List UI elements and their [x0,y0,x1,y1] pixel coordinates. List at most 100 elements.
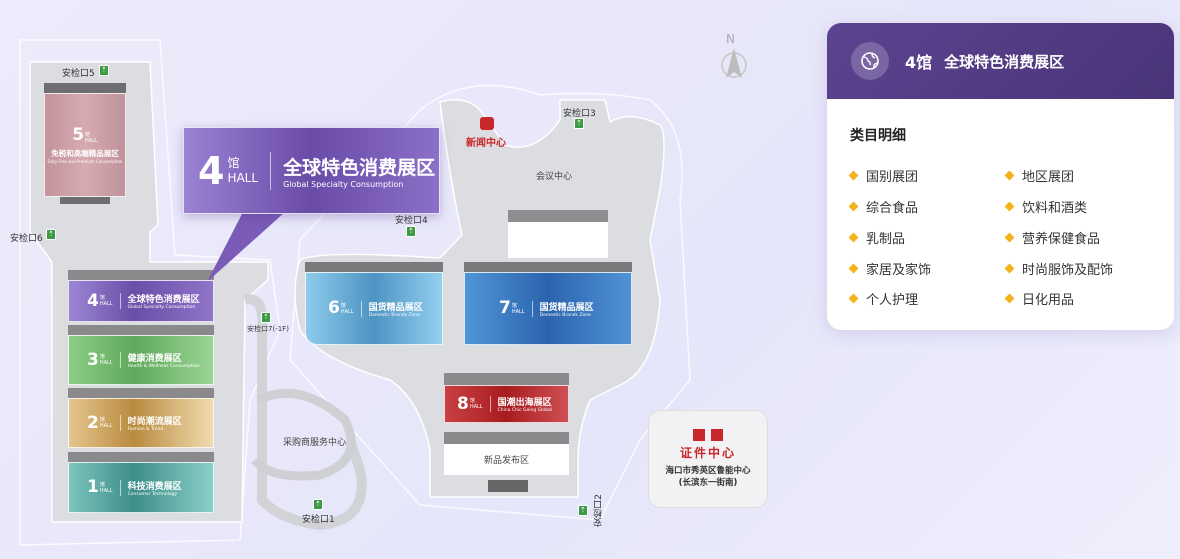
certificate-center-address-note: (长滨东一街南) [678,478,738,488]
hall-label: HALL [511,308,525,315]
diamond-bullet-icon [1004,263,1015,274]
buyer-service-center-label[interactable]: 采购商服务中心 [283,438,347,448]
id-card-icon [711,429,723,441]
diamond-bullet-icon [848,201,859,212]
category-item: 乳制品 [848,228,905,247]
hall-guan: 馆 [99,295,105,301]
security-gate-icon: ⇡ [46,229,56,240]
hall-zone-en: Global Specialty Consumption [127,305,196,310]
conference-center-label[interactable]: 会议中心 [536,172,573,182]
category-item: 综合食品 [848,197,918,216]
hall-label: HALL [99,423,113,429]
hall-guan: 馆 [469,398,475,404]
panel-header: 4馆 全球特色消费展区 [827,23,1174,99]
diamond-bullet-icon [848,263,859,274]
hall-number: 4 [87,290,99,311]
hall-label: HALL [99,301,113,307]
compass-north-label: N [726,32,735,46]
hall-zone-en: Fashion & Trend [127,427,164,432]
gate-1-label: 安检口1 [302,515,335,525]
hall-number: 5 [72,124,85,145]
security-gate-icon: ⇡ [99,65,109,76]
category-item: 地区展团 [1004,166,1074,185]
security-gate-icon: ⇡ [406,226,416,237]
hall-zone-name: 免税和高端精品展区 [51,148,119,158]
hall-guan: 馆 [99,417,105,423]
certificate-center-card[interactable]: 证件中心 海口市秀英区鲁能中心 (长滨东一街南) [648,410,768,508]
diamond-bullet-icon [1004,201,1015,212]
category-item: 饮料和酒类 [1004,197,1087,216]
hall-zone-en: Duty Free and Premium Consumption [47,158,123,164]
category-item: 时尚服饰及配饰 [1004,259,1113,278]
diamond-bullet-icon [848,170,859,181]
hall-zone-name: 全球特色消费展区 [127,295,200,305]
news-center-label[interactable]: 新闻中心 [466,138,506,149]
hall-guan: 馆 [99,354,105,360]
hall-label: HALL [85,137,98,144]
category-item: 国别展团 [848,166,918,185]
hall-guan: 馆 [85,131,91,138]
hall-number: 1 [87,477,99,497]
hall-guan: 馆 [99,481,105,488]
hall-label: HALL [340,308,354,315]
certificate-center-title: 证件中心 [679,446,736,460]
certificate-center-address: 海口市秀英区鲁能中心 [665,466,751,476]
callout-number: 4 [198,148,225,193]
gate-3-label: 安检口3 [563,109,596,119]
gate-4-label: 安检口4 [395,216,428,226]
hall-number: 7 [499,298,511,318]
category-item: 营养保健食品 [1004,228,1100,247]
hall-zone-name: 国潮出海展区 [497,398,552,408]
gate-5-label: 安检口5 [62,69,95,79]
diamond-bullet-icon [1004,293,1015,304]
globe-icon [851,42,889,80]
hall-zone-en: Health & Wellness Consumption [127,364,200,369]
category-section-title: 类目明细 [850,128,906,144]
diamond-bullet-icon [848,293,859,304]
hall-zone-en: Consumer Technology [127,491,178,497]
hall-zone-name: 健康消费展区 [127,354,182,364]
hall-zone-name: 时尚潮流展区 [127,417,182,427]
hall-detail-panel: 4馆 全球特色消费展区 类目明细 国别展团 地区展团 综合食品 饮料和酒类 乳制… [827,23,1174,330]
security-gate-icon: ⇡ [578,505,588,516]
diamond-bullet-icon [1004,232,1015,243]
diamond-bullet-icon [848,232,859,243]
hall-zone-en: China Chic Going Global [497,408,553,413]
compass-icon [721,48,747,78]
callout-zone-en: Global Specialty Consumption [283,179,404,189]
launch-zone-label[interactable]: 新品发布区 [484,456,530,466]
category-item: 日化用品 [1004,289,1074,308]
category-item: 个人护理 [848,289,918,308]
hall-guan: 馆 [511,302,517,309]
hall-zone-name: 国货精品展区 [368,302,423,313]
security-gate-icon: ⇡ [313,499,323,510]
hall-number: 6 [328,298,340,318]
hall-zone-name: 国货精品展区 [539,302,594,313]
callout-zone-name: 全球特色消费展区 [283,156,436,179]
news-center-icon [480,117,494,130]
gate-6-label: 安检口6 [10,234,43,244]
hall-label: HALL [469,404,483,410]
certificate-icon [693,429,705,441]
gate-2-label: 安检口2 [594,494,604,527]
hall-number: 8 [457,393,469,414]
security-gate-icon: ⇡ [574,118,584,129]
hall-guan: 馆 [340,302,346,309]
callout-hall: HALL [227,170,259,185]
hall-zone-en: Domestic Brands Zone [539,312,591,318]
hall-label: HALL [99,487,113,494]
hall-zone-en: Domestic Brands Zone [368,312,420,318]
callout-tail [207,212,285,282]
hall-label: HALL [99,360,113,366]
callout-guan: 馆 [227,156,240,171]
hall-number: 2 [87,412,99,433]
